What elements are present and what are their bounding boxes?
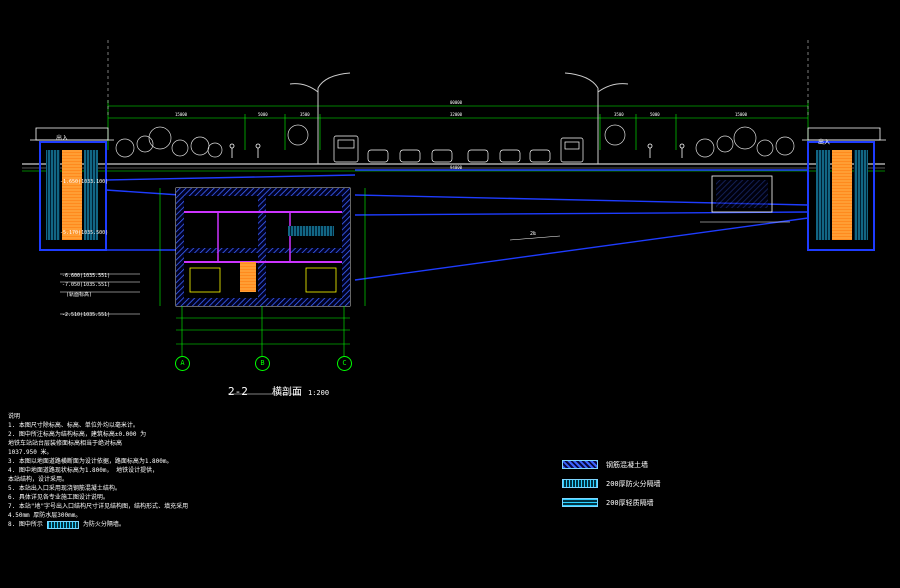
notes-line-last: 8. 图中所示 为防火分隔墙。: [8, 520, 238, 529]
section-scale: 1:200: [308, 389, 330, 397]
section-title: 2-2 横剖面 1:200: [228, 383, 329, 398]
left-exit-label: 出入: [56, 135, 69, 142]
legend-swatch-concrete: [562, 460, 598, 469]
legend-item-concrete: 钢筋混凝土墙: [562, 456, 661, 473]
pedestrian-icons: [229, 143, 685, 158]
equipment-room: [700, 175, 790, 223]
street-lamp-icons: [289, 72, 629, 164]
vehicle-icons: [333, 135, 584, 163]
svg-text:3500: 3500: [614, 112, 624, 117]
svg-text:15000: 15000: [735, 112, 748, 117]
notes-heading: 说明: [8, 413, 21, 420]
notes-line: 4.50mm 厚防水层300mm。: [8, 512, 82, 519]
notes-wall-swatch: [46, 520, 79, 529]
svg-text:5000: 5000: [650, 112, 660, 117]
legend-label: 200厚轻质隔墙: [606, 498, 654, 507]
right-exit-label: 出入: [818, 139, 831, 146]
svg-text:5000: 5000: [258, 112, 268, 117]
notes-line: 地铁车站站台层装修面标高相当于绝对标高: [8, 440, 123, 447]
axis-bubble-a: A: [175, 356, 190, 371]
notes-line: 2. 图中所注标高为结构标高，建筑标高±0.000 为: [8, 431, 147, 438]
notes-block: 说明 1. 本图尺寸除标高、标高、单位外均以毫米计。 2. 图中所注标高为结构标…: [8, 412, 238, 529]
level-label-5: (轨面标高): [66, 292, 93, 298]
legend-item-fire-wall: 200厚防火分隔墙: [562, 475, 661, 492]
svg-text:00000: 00000: [450, 100, 463, 105]
section-name: 横剖面: [271, 387, 302, 398]
notes-line: 1037.950 米。: [8, 449, 53, 456]
tree-icons-right: [604, 124, 795, 158]
level-label-3: -6.600(1035.551): [62, 273, 111, 279]
notes-line: 本站结构，设计采用。: [8, 476, 69, 483]
passage-lines: [105, 169, 809, 281]
tree-icons-left: [115, 124, 309, 158]
legend-swatch-light-wall: [562, 498, 598, 507]
legend: 钢筋混凝土墙 200厚防火分隔墙 200厚轻质隔墙: [562, 456, 661, 513]
legend-swatch-fire-wall: [562, 479, 598, 488]
left-level-lines: [60, 273, 140, 315]
right-entrance: [802, 40, 886, 251]
left-entrance: [30, 40, 114, 251]
station-box: [159, 187, 366, 345]
level-label-4: -7.050(1035.551): [62, 282, 111, 288]
notes-line: 6. 具体详见各专业施工图设计说明。: [8, 494, 109, 501]
svg-text:3500: 3500: [300, 112, 310, 117]
notes-line: 3. 本图以地面道路横断面为设计依据，路面标高为1.800m。: [8, 458, 173, 465]
notes-line: 7. 本站"地"字号出入口结构尺寸详见结构图，结构形式、填充采用: [8, 503, 189, 510]
legend-label: 200厚防火分隔墙: [606, 479, 661, 488]
svg-text:32000: 32000: [450, 112, 463, 117]
axis-bubble-c: C: [337, 356, 352, 371]
axis-bubble-b: B: [255, 356, 270, 371]
slope-arrow: [509, 235, 561, 241]
legend-item-light-wall: 200厚轻质隔墙: [562, 494, 661, 511]
section-number: 2-2: [228, 385, 248, 398]
level-label-6: -2.510(1035.551): [62, 312, 111, 318]
svg-text:15000: 15000: [175, 112, 188, 117]
notes-line-8-tail: 为防火分隔墙。: [82, 521, 125, 528]
notes-line-8: 8. 图中所示: [8, 521, 43, 528]
notes-line: 4. 图中地面道路现状标高为1.800m， 地铁设计提供，: [8, 467, 159, 474]
slope-label: 2‰: [530, 231, 537, 237]
axis-lines: [181, 306, 345, 356]
svg-text:94000: 94000: [450, 165, 463, 170]
legend-label: 钢筋混凝土墙: [606, 460, 648, 469]
notes-line: 5. 本站出入口采用现浇钢筋混凝土结构。: [8, 485, 121, 492]
level-label-2: -5.170(1035.500): [60, 230, 109, 236]
level-label-1: -1.650(1033.100): [60, 179, 109, 185]
notes-line: 1. 本图尺寸除标高、标高、单位外均以毫米计。: [8, 422, 139, 429]
